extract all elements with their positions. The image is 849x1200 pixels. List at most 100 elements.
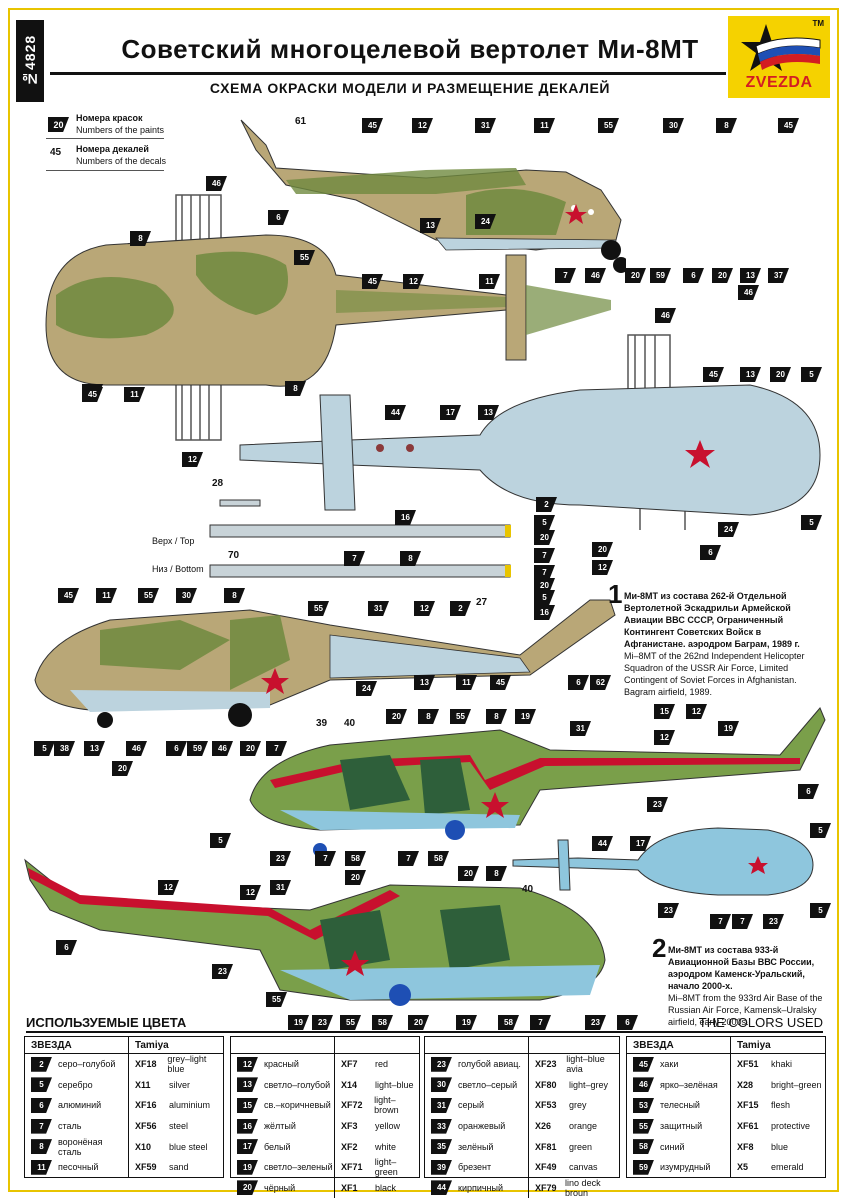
tamiya-code: X26 <box>535 1121 552 1132</box>
tamiya-code: XF79 <box>535 1182 557 1193</box>
paint-number-callout: 58 <box>345 851 366 866</box>
paint-number-callout: 31 <box>368 601 389 616</box>
paint-number-callout: 5 <box>801 367 822 382</box>
color-name-ru: брезент <box>458 1162 492 1173</box>
decal-70: 70 <box>228 550 240 561</box>
paint-number-callout: 19 <box>515 709 536 724</box>
paint-number-callout: 5 <box>534 515 555 530</box>
color-name-ru: серо–голубой <box>58 1059 116 1070</box>
tamiya-code: XF59 <box>135 1162 157 1173</box>
tamiya-code: XF53 <box>535 1100 557 1111</box>
color-name-ru: белый <box>264 1141 291 1152</box>
paint-number-callout: 20 <box>345 870 366 885</box>
paint-number-callout: 19 <box>718 721 739 736</box>
tamiya-code: XF3 <box>341 1121 358 1132</box>
paint-number-callout: 45 <box>58 588 79 603</box>
paint-number-badge: 58 <box>633 1139 654 1155</box>
color-name-en: blue <box>771 1141 789 1152</box>
color-name-ru: светло–зеленый <box>264 1162 333 1173</box>
color-name-en: light–blue <box>375 1079 414 1090</box>
tamiya-code: XF7 <box>341 1059 358 1070</box>
paint-number-callout: 31 <box>475 118 496 133</box>
paint-number-callout: 11 <box>124 387 145 402</box>
paint-number-callout: 55 <box>340 1015 361 1030</box>
color-name-en: white <box>375 1141 397 1152</box>
paint-number-callout: 8 <box>716 118 737 133</box>
paint-number-callout: 7 <box>530 1015 551 1030</box>
paint-number-badge: 20 <box>237 1180 258 1196</box>
paint-number-callout: 11 <box>534 118 555 133</box>
color-name-ru: изумрудный <box>660 1162 711 1173</box>
tamiya-code: XF51 <box>737 1059 759 1070</box>
paint-number-callout: 46 <box>585 268 606 283</box>
flag-star-icon <box>741 24 821 71</box>
paint-number-callout: 5 <box>810 903 831 918</box>
paint-number-callout: 46 <box>738 285 759 300</box>
paint-number-callout: 59 <box>187 741 208 756</box>
color-name-en: light–brown <box>374 1095 399 1116</box>
paint-number-callout: 44 <box>385 405 406 420</box>
color-name-ru: телесный <box>660 1100 700 1111</box>
paint-number-callout: 19 <box>456 1015 477 1030</box>
tamiya-code: XF16 <box>135 1100 157 1111</box>
color-name-en: lino deck broun <box>565 1177 601 1198</box>
decal-number-callout: 40 <box>344 718 356 729</box>
color-name-ru: песочный <box>58 1162 99 1173</box>
color-name-ru: защитный <box>660 1121 703 1132</box>
paint-number-callout: 11 <box>479 274 500 289</box>
color-name-ru: серебро <box>58 1079 93 1090</box>
paint-number-callout: 13 <box>420 218 441 233</box>
paint-number-callout: 6 <box>568 675 589 690</box>
tamiya-column-header: Tamiya <box>128 1037 223 1053</box>
color-name-ru: кирпичный <box>458 1182 504 1193</box>
zvezda-column-header: ЗВЕЗДА <box>633 1039 674 1051</box>
paint-number-callout: 23 <box>270 851 291 866</box>
paint-number-callout: 12 <box>414 601 435 616</box>
zvezda-logo: TM ZVEZDA <box>728 16 830 98</box>
paint-number-callout: 11 <box>456 675 477 690</box>
tamiya-code: X5 <box>737 1162 749 1173</box>
paint-number-callout: 8 <box>486 709 507 724</box>
paint-number-badge: 17 <box>237 1139 258 1155</box>
helicopter-side-view-1 <box>240 119 626 273</box>
color-name-en: light–grey <box>569 1079 609 1090</box>
scheme-1-description: 1 Ми-8МТ из состава 262-й Отдельной Верт… <box>608 581 824 698</box>
paint-number-callout: 17 <box>440 405 461 420</box>
color-name-ru: зелёный <box>458 1141 494 1152</box>
paint-number-callout: 8 <box>486 866 507 881</box>
tamiya-column-header: Tamiya <box>730 1037 825 1053</box>
paint-number-callout: 20 <box>534 530 555 545</box>
paint-number-callout: 6 <box>166 741 187 756</box>
paint-number-callout: 44 <box>592 836 613 851</box>
paint-number-callout: 5 <box>210 833 231 848</box>
paint-number-callout: 20 <box>386 709 407 724</box>
colors-title-en: THE COLORS USED <box>698 1015 823 1030</box>
paint-number-callout: 19 <box>288 1015 309 1030</box>
tamiya-code: XF72 <box>341 1100 363 1111</box>
decal-legend: Номера декалей Numbers of the decals <box>76 143 166 167</box>
color-name-ru: воронёная сталь <box>58 1136 103 1157</box>
paint-number-callout: 23 <box>312 1015 333 1030</box>
paint-number-callout: 45 <box>362 274 383 289</box>
paint-number-callout: 31 <box>570 721 591 736</box>
paint-number-callout: 6 <box>617 1015 638 1030</box>
scheme-2-number: 2 <box>652 933 667 963</box>
helicopter-side-view-1b <box>34 599 616 728</box>
paint-number-callout: 55 <box>266 992 287 1007</box>
paint-number-callout: 13 <box>740 367 761 382</box>
color-name-en: orange <box>569 1121 598 1132</box>
paint-number-callout: 20 <box>240 741 261 756</box>
